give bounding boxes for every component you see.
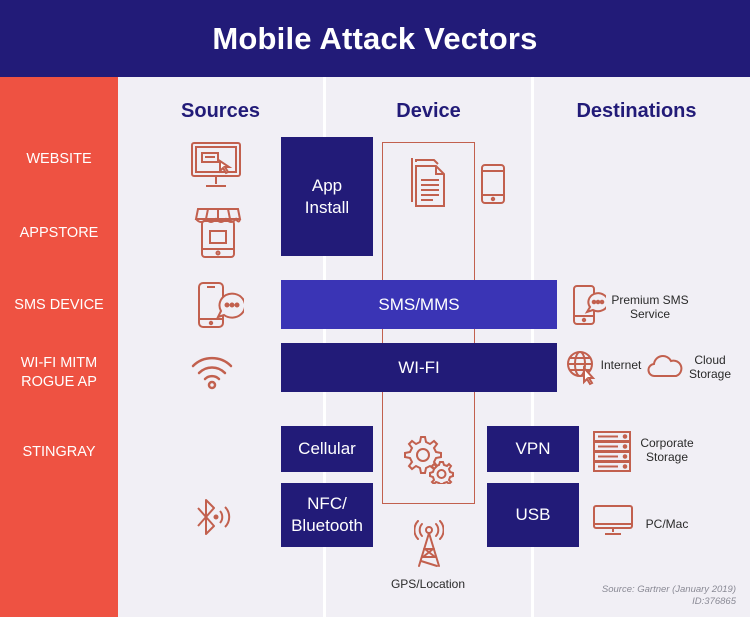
row-label-wifi: WI-FI MITM ROGUE AP (0, 354, 118, 392)
row-label-wifi-line1: WI-FI MITM (20, 355, 98, 371)
title-banner: Mobile Attack Vectors (0, 0, 750, 77)
server-rack-icon (592, 430, 632, 472)
source-note: Source: Gartner (January 2019) ID:376865 (602, 584, 736, 608)
nfc-line1: NFC/ (307, 494, 347, 513)
gps-tower-icon (414, 520, 444, 568)
row-label-column (0, 77, 118, 617)
premium-sms-line2: Service (629, 307, 670, 321)
premium-sms-label: Premium SMS Service (604, 293, 696, 321)
cloud-line1: Cloud (694, 353, 726, 367)
column-heading-device: Device (396, 100, 461, 122)
corporate-line1: Corporate (640, 436, 694, 450)
gps-location-label: GPS/Location (390, 577, 466, 591)
cloud-icon (647, 354, 683, 378)
row-label-appstore: APPSTORE (19, 225, 99, 241)
page-title: Mobile Attack Vectors (212, 20, 538, 56)
cloud-line2: Storage (688, 367, 732, 381)
usb-box: USB (487, 483, 579, 547)
sms-phone-icon (196, 281, 244, 331)
wifi-label: WI-FI (398, 357, 440, 377)
nfc-bluetooth-box: NFC/ Bluetooth (281, 483, 373, 547)
sms-mms-label: SMS/MMS (378, 294, 460, 314)
pc-monitor-icon (592, 504, 634, 536)
sms-mms-box: SMS/MMS (281, 280, 557, 329)
wifi-icon (190, 352, 234, 390)
corporate-line2: Storage (645, 450, 689, 464)
app-install-line2: Install (304, 197, 350, 217)
bluetooth-icon (194, 496, 234, 540)
corporate-storage-label: Corporate Storage (634, 436, 700, 464)
internet-label: Internet (600, 358, 642, 372)
vpn-label: VPN (515, 439, 551, 458)
cloud-storage-label: Cloud Storage (684, 353, 736, 381)
row-label-website: WEBSITE (26, 151, 92, 167)
row-label-sms-device: SMS DEVICE (14, 297, 104, 313)
wifi-box: WI-FI (281, 343, 557, 392)
internet-globe-icon (566, 350, 598, 386)
column-heading-destinations: Destinations (576, 100, 697, 122)
vpn-box: VPN (487, 426, 579, 472)
source-note-line2: ID:376865 (692, 596, 736, 607)
cellular-label: Cellular (298, 439, 356, 458)
gears-icon (402, 434, 454, 484)
row-label-stingray: STINGRAY (22, 444, 96, 460)
appstore-shop-icon (194, 207, 242, 259)
column-heading-sources: Sources (181, 100, 260, 122)
cellular-box: Cellular (281, 426, 373, 472)
row-label-wifi-line2: ROGUE AP (21, 374, 97, 390)
source-note-line1: Source: Gartner (January 2019) (601, 584, 736, 595)
app-install-line1: App (311, 175, 343, 195)
premium-sms-line1: Premium SMS (611, 293, 689, 307)
website-monitor-icon (190, 141, 242, 189)
premium-sms-phone-icon (572, 284, 606, 326)
app-install-box: App Install (281, 137, 373, 256)
usb-label: USB (515, 505, 551, 524)
documents-icon (408, 156, 448, 208)
pc-mac-label: PC/Mac (645, 517, 689, 531)
smartphone-icon (480, 163, 506, 205)
nfc-line2: Bluetooth (291, 516, 363, 535)
